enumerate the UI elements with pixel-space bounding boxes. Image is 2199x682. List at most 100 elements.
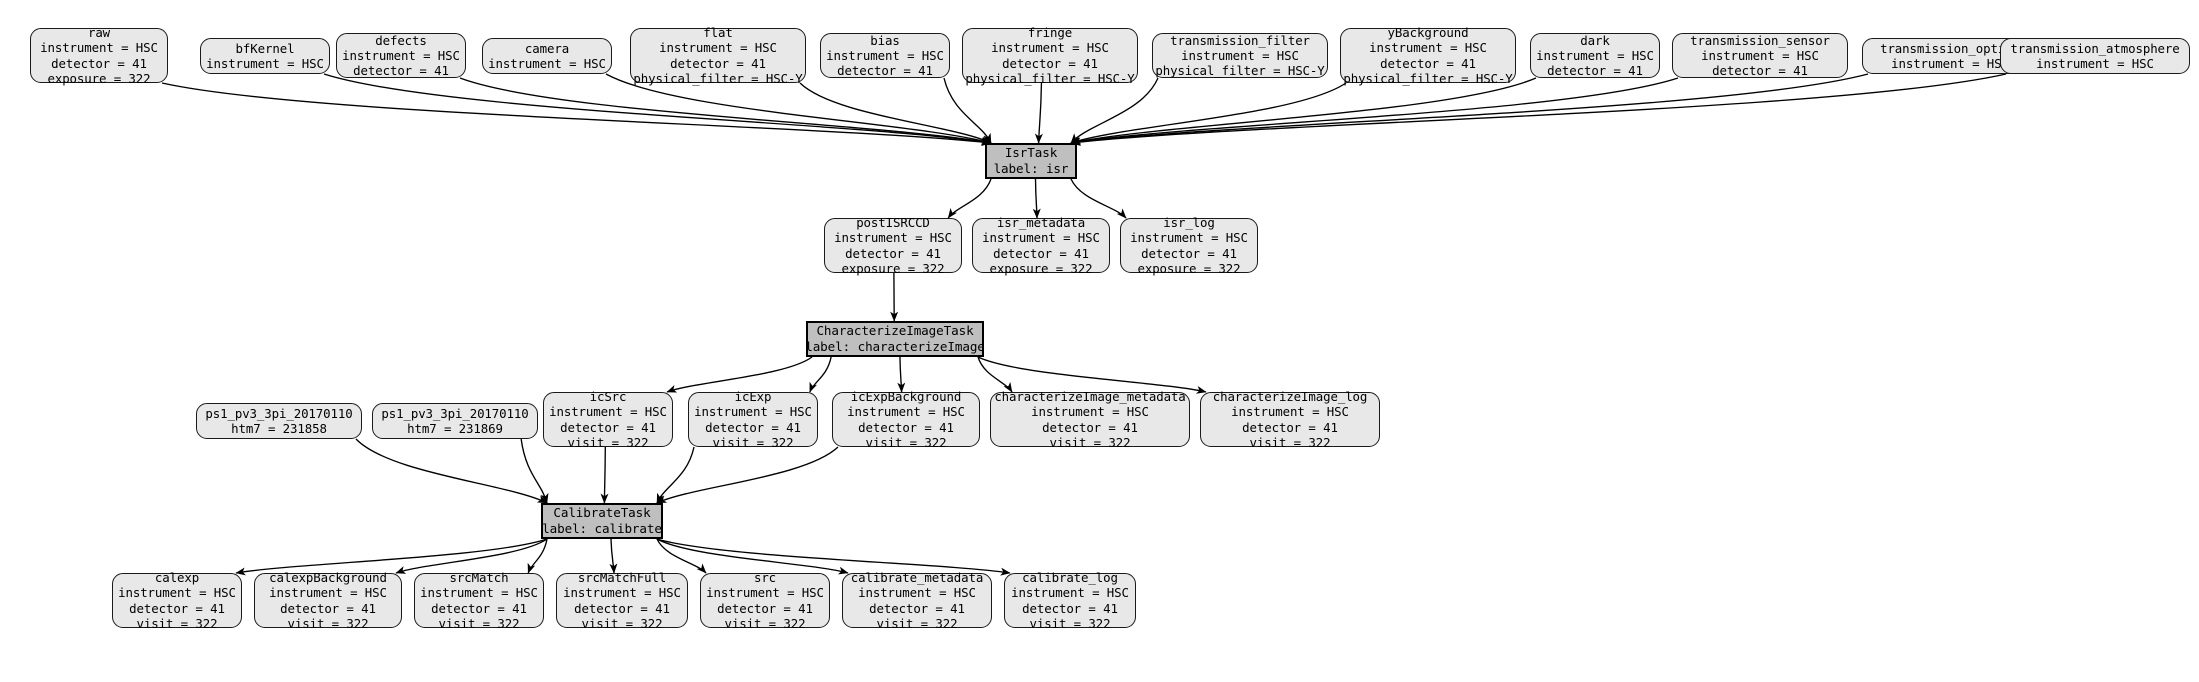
node-dimension: visit = 322	[136, 615, 218, 631]
node-dimension: instrument = HSC	[1130, 230, 1248, 246]
edge-icSrc-to-CalibrateTask	[600, 446, 609, 504]
node-title: characterizeImage_log	[1212, 389, 1368, 405]
node-dimension: visit = 322	[287, 615, 369, 631]
node-dimension: visit = 322	[567, 434, 649, 450]
node-title: CalibrateTask	[553, 505, 651, 520]
edge-defects-to-IsrTask	[459, 77, 992, 146]
node-title: raw	[87, 25, 111, 41]
node-dimension: instrument = HSC	[118, 585, 236, 601]
node-dimension: detector = 41	[717, 600, 813, 616]
node-dimension: exposure = 322	[989, 260, 1093, 276]
edge-dark-to-IsrTask	[1070, 77, 1537, 145]
edge-refcat_b-to-CalibrateTask	[520, 438, 549, 504]
node-dimension: detector = 41	[1042, 419, 1138, 435]
node-title: calibrate_log	[1022, 570, 1118, 586]
edge-CalibrateTask-to-src	[656, 538, 707, 574]
node-title: flat	[703, 25, 733, 41]
edge-CalibrateTask-to-srcMatchFull	[609, 538, 618, 574]
node-title: bias	[870, 32, 900, 48]
node-dimension: detector = 41	[1022, 600, 1118, 616]
edge-CalibrateTask-to-calibrate_log	[656, 538, 1011, 576]
node-dimension: visit = 322	[712, 434, 794, 450]
node-title: ps1_pv3_3pi_20170110	[205, 405, 353, 421]
node-dimension: instrument = HSC	[834, 230, 952, 246]
node-dimension: detector = 41	[51, 55, 147, 71]
edge-flat-to-IsrTask	[799, 82, 992, 144]
edge-fringe-to-IsrTask	[1034, 82, 1043, 144]
node-title: transmission_filter	[1170, 32, 1310, 48]
node-dimension: detector = 41	[705, 419, 801, 435]
node-dimension: visit = 322	[1049, 434, 1131, 450]
node-title: src	[753, 570, 777, 586]
node-dimension: detector = 41	[993, 245, 1089, 261]
node-dimension: physical_filter = HSC-Y	[965, 70, 1135, 86]
edge-icExp-to-CalibrateTask	[656, 446, 695, 504]
edge-CharacterizeImageTask-to-icExpBackground	[897, 356, 906, 393]
node-dimension: instrument = HSC	[1031, 404, 1149, 420]
node-title: IsrTask	[1004, 145, 1058, 160]
node-dimension: visit = 322	[1249, 434, 1331, 450]
edge-transmission_atmosphere-to-IsrTask	[1070, 73, 2007, 146]
node-dimension: detector = 41	[574, 600, 670, 616]
node-title: transmission_sensor	[1690, 32, 1830, 48]
node-dimension: detector = 41	[1547, 63, 1643, 79]
node-title: transmission_optics	[1880, 40, 2020, 56]
node-title: dark	[1580, 32, 1610, 48]
node-dimension: instrument = HSC	[1011, 585, 1129, 601]
node-dimension: instrument = HSC	[982, 230, 1100, 246]
node-dimension: detector = 41	[858, 419, 954, 435]
edge-IsrTask-to-isr_log	[1070, 178, 1127, 219]
node-dimension: detector = 41	[1380, 55, 1476, 71]
edge-raw-to-IsrTask	[161, 82, 992, 146]
node-title: isr_log	[1163, 215, 1215, 231]
node-dimension: detector = 41	[845, 245, 941, 261]
node-dimension: detector = 41	[869, 600, 965, 616]
node-title: calexp	[154, 570, 200, 586]
node-dimension: instrument = HSC	[342, 47, 460, 63]
node-dimension: instrument = HSC	[40, 40, 158, 56]
node-dimension: instrument = HSC	[206, 56, 324, 71]
node-dimension: detector = 41	[1141, 245, 1237, 261]
node-dimension: exposure = 322	[841, 260, 945, 276]
node-dimension: exposure = 322	[47, 70, 151, 86]
node-dimension: detector = 41	[1712, 63, 1808, 79]
edge-CalibrateTask-to-calexpBackground	[395, 538, 548, 574]
node-dimension: instrument = HSC	[488, 56, 606, 71]
node-dimension: exposure = 322	[1137, 260, 1241, 276]
node-title: fringe	[1027, 25, 1073, 41]
node-dimension: detector = 41	[280, 600, 376, 616]
